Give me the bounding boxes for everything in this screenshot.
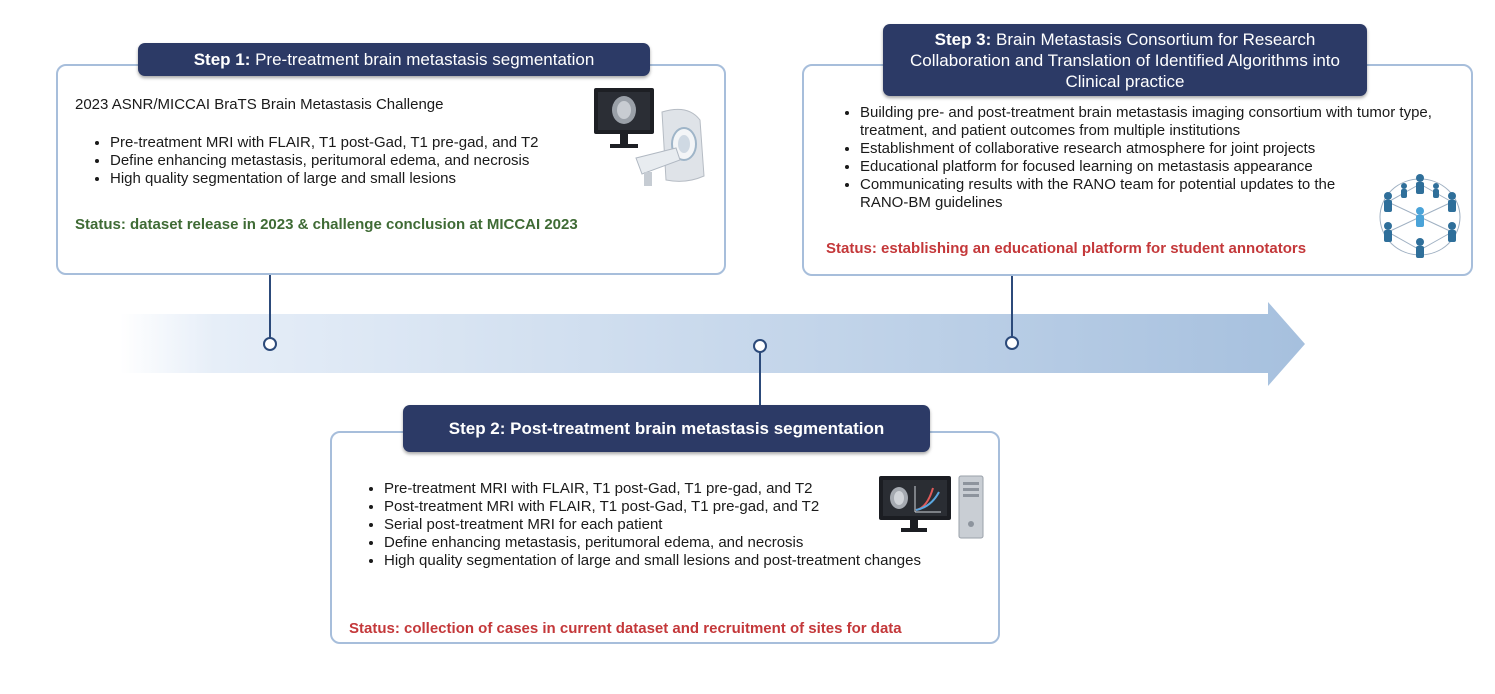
step3-bullet: Communicating results with the RANO team… (860, 176, 1380, 212)
step1-node (263, 337, 277, 351)
step3-status: Status: establishing an educational plat… (826, 240, 1307, 257)
step2-card (330, 431, 1000, 644)
step3-bullet: Building pre- and post-treatment brain m… (860, 104, 1460, 140)
step3-bullet: Educational platform for focused learnin… (860, 158, 1460, 176)
step2-bullet: Post-treatment MRI with FLAIR, T1 post-G… (384, 498, 974, 516)
step1-tag-text: Pre-treatment brain metastasis segmentat… (250, 50, 595, 69)
step2-bullet: Serial post-treatment MRI for each patie… (384, 516, 974, 534)
step3-bullets: Building pre- and post-treatment brain m… (838, 104, 1460, 212)
step1-tag-bold: Step 1: (193, 50, 251, 69)
step1-bullets: Pre-treatment MRI with FLAIR, T1 post-Ga… (88, 134, 630, 188)
step3-tag-bold: Step 3: (934, 30, 992, 49)
step2-bullet: Define enhancing metastasis, peritumoral… (384, 534, 974, 552)
step2-bullets: Pre-treatment MRI with FLAIR, T1 post-Ga… (362, 480, 974, 570)
step3-tag-text: Brain Metastasis Consortium for Research… (910, 30, 1340, 91)
computer-analysis-icon (879, 475, 984, 539)
step2-node (753, 339, 767, 353)
step3-node (1005, 336, 1019, 350)
mri-scanner-icon (594, 88, 705, 186)
step3-bullet: Establishment of collaborative research … (860, 140, 1460, 158)
step2-bullet: Pre-treatment MRI with FLAIR, T1 post-Ga… (384, 480, 974, 498)
step2-tag-bold: Step 2: Post-treatment brain metastasis … (448, 419, 885, 438)
step1-bullet: High quality segmentation of large and s… (110, 170, 630, 188)
step1-intro: 2023 ASNR/MICCAI BraTS Brain Metastasis … (75, 96, 444, 113)
step1-bullet: Pre-treatment MRI with FLAIR, T1 post-Ga… (110, 134, 630, 152)
step1-tag: Step 1: Pre-treatment brain metastasis s… (138, 43, 650, 76)
step3-tag: Step 3: Brain Metastasis Consortium for … (883, 24, 1367, 96)
step1-bullet: Define enhancing metastasis, peritumoral… (110, 152, 630, 170)
step2-bullet: High quality segmentation of large and s… (384, 552, 974, 570)
step1-status: Status: dataset release in 2023 & challe… (75, 216, 578, 233)
step2-status: Status: collection of cases in current d… (349, 620, 902, 637)
step2-tag: Step 2: Post-treatment brain metastasis … (403, 405, 930, 452)
people-network-icon (1379, 174, 1461, 258)
